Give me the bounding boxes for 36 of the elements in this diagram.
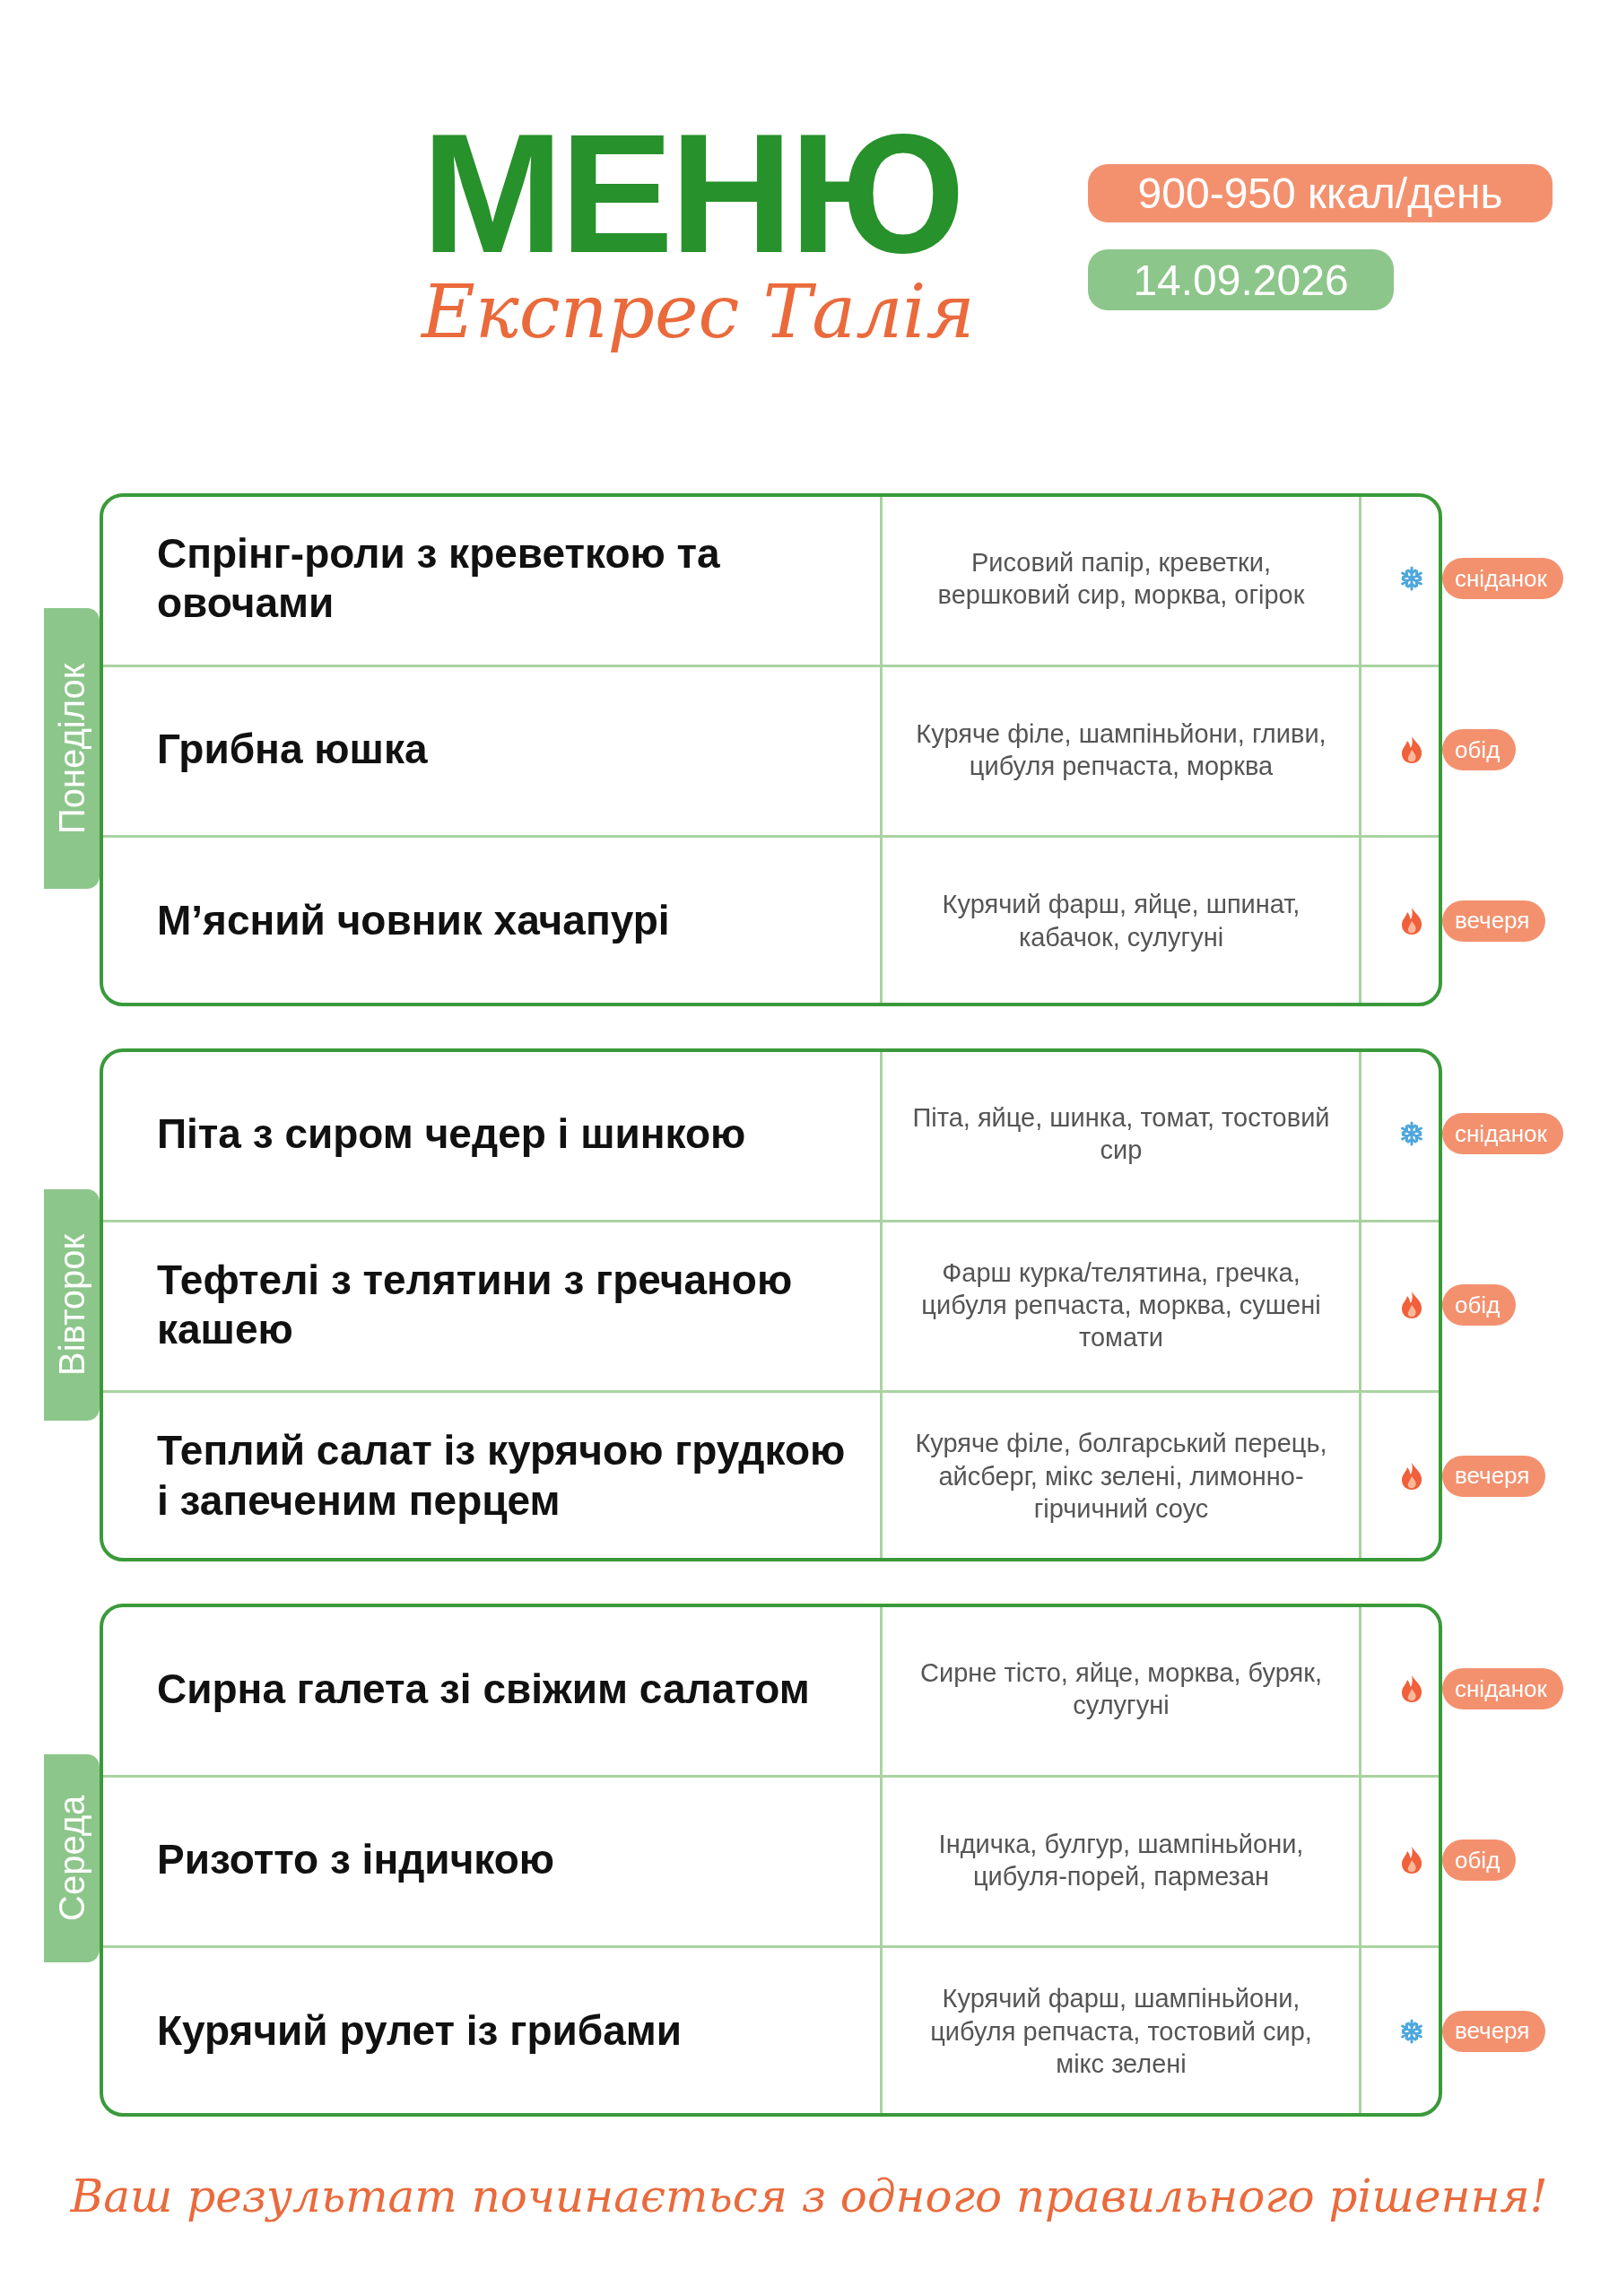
day-tab: Понеділок	[44, 608, 100, 889]
day-tab: Середа	[44, 1754, 100, 1962]
ingredients-text: Курячий фарш, шампіньйони, цибуля репчаста, тостовий сир, мікс зелені	[929, 1983, 1313, 2080]
dish-name: Ризотто з індичкою	[156, 1835, 556, 1885]
day-tab: Вівторок	[44, 1189, 100, 1421]
dish-name: Курячий рулет із грибами	[156, 2006, 683, 2057]
date-badge: 14.09.2026	[1088, 249, 1394, 310]
ingredients-text: Індичка, булгур, шампіньйони, цибуля-порей, пармезан	[937, 1828, 1305, 1892]
meal-badge: сніданок	[1442, 1113, 1563, 1155]
slogan: Ваш результат починається з одного правильного рішення!	[69, 2170, 1549, 2222]
meal-badge: вечеря	[1442, 2010, 1546, 2052]
dish-name: Сирна галета зі свіжим салатом	[156, 1664, 811, 1714]
meal-badge: вечеря	[1442, 900, 1546, 942]
dish-name: М’ясний човник хачапурі	[156, 896, 671, 946]
ingredients-text: Курячий фарш, яйце, шпинат, кабачок, сулугуні	[941, 889, 1301, 953]
meal-badge: обід	[1442, 1839, 1517, 1881]
ingredients-text: Куряче філе, шампіньйони, гливи, цибуля репчаста, морква	[915, 718, 1327, 782]
dish-name: Піта з сиром чедер і шинкою	[156, 1109, 747, 1159]
ingredients-text: Рисовий папір, креветки, вершковий сир, морква, огірок	[936, 547, 1306, 612]
ingredients-text: Фарш курка/телятина, гречка, цибуля репчаста, морква, сушені томати	[920, 1257, 1322, 1354]
ingredients-text: Сирне тісто, яйце, морква, буряк, сулугуні	[919, 1657, 1323, 1722]
dish-name: Теплий салат із курячою грудкою і запеченим перцем	[156, 1426, 847, 1526]
dish-name: Грибна юшка	[156, 725, 429, 775]
day-menu-card	[100, 493, 1442, 1006]
dish-name: Спрінг-роли з креветкою та овочами	[156, 529, 721, 629]
meal-badge: обід	[1442, 729, 1517, 770]
meal-badge: сніданок	[1442, 558, 1563, 600]
meal-badge: обід	[1442, 1284, 1517, 1326]
dish-name: Тефтелі з телятини з гречаною кашею	[156, 1255, 794, 1354]
ingredients-text: Піта, яйце, шинка, томат, тостовий сир	[911, 1102, 1331, 1167]
meal-badge: сніданок	[1442, 1668, 1563, 1710]
ingredients-text: Куряче філе, болгарський перець, айсберг, мікс зелені, лимонно-гірчичний соус	[914, 1428, 1328, 1525]
meal-badge: вечеря	[1442, 1455, 1546, 1497]
day-menu-card	[100, 1604, 1442, 2117]
day-menu-card	[100, 1048, 1442, 1561]
calorie-badge: 900-950 ккал/день	[1088, 164, 1553, 222]
